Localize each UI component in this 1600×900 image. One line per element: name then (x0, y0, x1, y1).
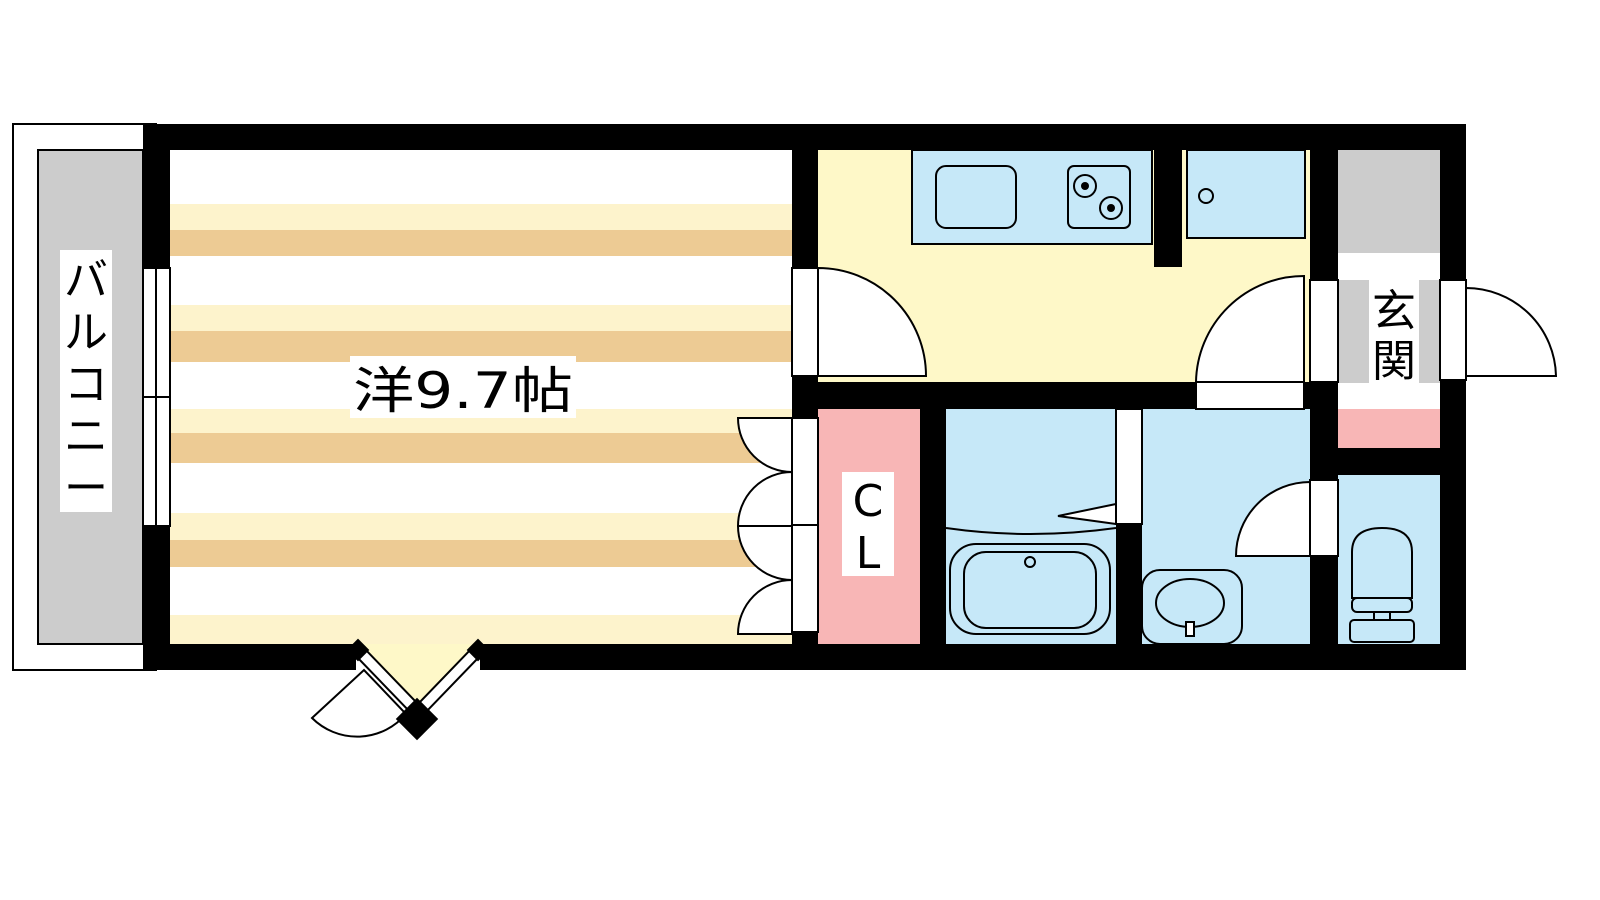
french-door-floor (356, 644, 480, 710)
door-swing-toilet (1234, 480, 1311, 557)
toilet-room (1338, 475, 1440, 644)
wall-bath-wash (1116, 524, 1142, 670)
wall-wash-toilet (1310, 382, 1338, 480)
western-room: 洋9.7帖 (170, 150, 792, 644)
french-door-jamb (346, 638, 370, 662)
wall-outer-left (143, 526, 170, 670)
bathroom (945, 409, 1117, 644)
wall-wash-toilet (1310, 556, 1338, 670)
door-swing-entrance (1465, 286, 1558, 377)
door-jamb (1439, 279, 1467, 381)
floor-stripe-dark (170, 230, 792, 256)
door-jamb (1309, 279, 1339, 383)
bathtub-icon (949, 543, 1111, 635)
room-label-bg (350, 356, 576, 418)
entrance-label-bg (1369, 280, 1419, 383)
floor-stripe-light (170, 513, 792, 540)
closet-label-bg (842, 472, 894, 576)
bathtub-inner (963, 551, 1097, 629)
shoe-storage (1338, 150, 1440, 253)
burner-icon (1073, 174, 1097, 198)
closet-label-1: C (853, 476, 884, 527)
balcony-label-bg (60, 250, 112, 512)
entrance-step (1338, 409, 1440, 448)
entrance-label-2: 関 (1372, 336, 1416, 387)
toilet-flush-icon (1373, 611, 1391, 621)
wall-closet-bath (920, 382, 946, 670)
refrigerator-space (1186, 149, 1306, 239)
door-jamb (791, 267, 819, 377)
door-swing-western (817, 266, 928, 377)
shower-icon (1057, 503, 1117, 525)
washbasin-bowl (1155, 578, 1225, 628)
drain-icon (1198, 188, 1214, 204)
wall-partition-western (792, 150, 818, 268)
wall-entrance-toilet (1338, 448, 1440, 475)
burner-icon (1099, 196, 1123, 220)
toilet-bowl-icon (1351, 526, 1413, 599)
floor-stripe-light (170, 204, 792, 230)
balcony-label-1: バ (64, 255, 108, 306)
wall-outer-right (1440, 380, 1466, 670)
french-door (310, 638, 490, 741)
wall-kitchen-stub (1154, 150, 1182, 267)
french-door-jamb (466, 638, 490, 662)
balcony: バ ル コ ニ ー (12, 123, 157, 671)
balcony-label-2: ル (64, 307, 108, 358)
floor-stripe-dark (170, 540, 792, 567)
floor-stripe-light (170, 615, 792, 644)
toilet-tank-icon (1349, 619, 1415, 643)
wall-partition-western (792, 632, 818, 644)
door-jamb (1195, 381, 1305, 410)
burner-icon (1081, 182, 1089, 190)
wall-wash-toilet (1310, 150, 1338, 280)
door-jamb (1309, 479, 1339, 557)
doors (736, 266, 1558, 635)
floor-stripe-light (170, 305, 792, 331)
balcony-label-4: ニ (64, 411, 108, 462)
wall-outer-bottom (143, 644, 356, 670)
closet-label-2: L (856, 528, 881, 579)
balcony-label-5: ー (64, 463, 108, 514)
western-room-label: 洋9.7帖 (353, 362, 573, 420)
burner-icon (1107, 204, 1115, 212)
sink-icon (935, 165, 1017, 229)
stove-icon (1067, 165, 1131, 229)
entrance-label-1: 玄 (1372, 286, 1416, 337)
closet-door-fold (736, 578, 793, 635)
floor-stripe-dark (170, 433, 792, 463)
wall-outer-right (1440, 124, 1466, 280)
wall-outer-bottom (480, 644, 1466, 670)
closet: C L (818, 409, 920, 644)
balcony-label-3: コ (64, 359, 108, 410)
bathtub-drain-icon (1024, 556, 1036, 568)
wall-outer-left (143, 124, 170, 268)
entrance: 玄 関 (1338, 150, 1440, 448)
door-jamb (1115, 408, 1143, 525)
door-swing-washroom (1194, 274, 1305, 383)
wall-kitchen-bottom (792, 382, 1196, 409)
balcony-window (142, 267, 171, 527)
faucet-icon (1185, 621, 1195, 637)
bathtub-edge (945, 527, 1117, 535)
walls (143, 124, 1466, 670)
wall-outer-top (143, 124, 1466, 150)
toilet-seat-icon (1351, 597, 1413, 613)
